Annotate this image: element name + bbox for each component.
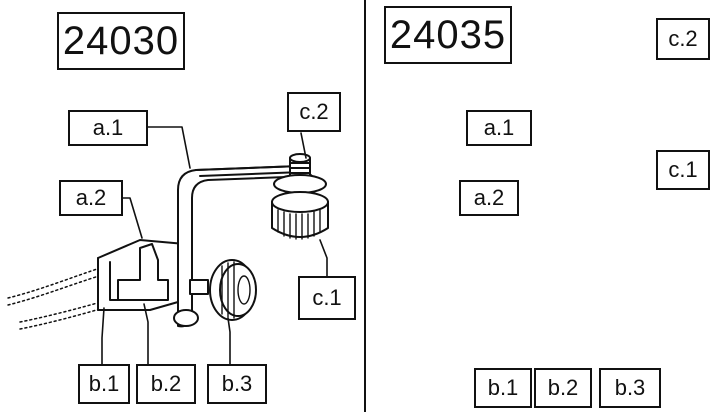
label-b2-right: b.2 xyxy=(534,368,592,408)
label-b3-left: b.3 xyxy=(207,364,267,404)
label-b2-left: b.2 xyxy=(136,364,196,404)
knob-c1-left xyxy=(271,191,329,240)
label-b3-right: b.3 xyxy=(599,368,661,408)
label-c1-left: c.1 xyxy=(298,276,356,320)
thread-post-left xyxy=(273,153,327,194)
panel-24030-drawing xyxy=(7,126,329,366)
l-bracket-left xyxy=(173,165,313,328)
panel-divider xyxy=(364,0,366,412)
cable-left xyxy=(7,267,111,330)
label-a1-left: a.1 xyxy=(68,110,148,146)
label-a1-right: a.1 xyxy=(466,110,532,146)
leaders-left xyxy=(101,126,328,366)
label-c2-right: c.2 xyxy=(656,18,710,60)
model-number-24035: 24035 xyxy=(384,6,512,64)
lever-left xyxy=(117,243,169,301)
model-number-24030: 24030 xyxy=(57,12,185,70)
label-c2-left: c.2 xyxy=(287,92,341,132)
label-c1-right: c.1 xyxy=(656,150,710,190)
label-a2-right: a.2 xyxy=(459,180,519,216)
label-a2-left: a.2 xyxy=(59,180,123,216)
label-b1-left: b.1 xyxy=(78,364,130,404)
knob-b3-left xyxy=(189,259,257,321)
label-b1-right: b.1 xyxy=(474,368,532,408)
